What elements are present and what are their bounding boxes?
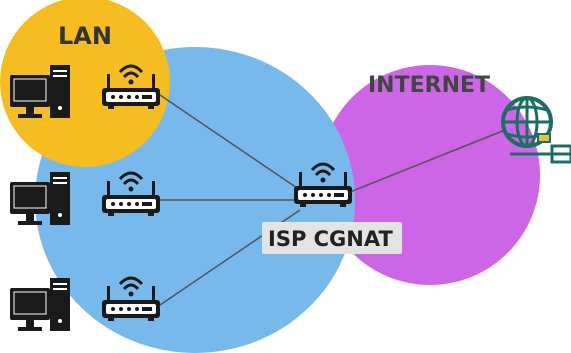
isp-label: ISP CGNAT [268,227,393,251]
internet-label: INTERNET [368,73,490,98]
link-isp-internet [349,129,506,193]
isp-label-box [262,222,402,254]
computer-icon [9,277,71,332]
lan-label: LAN [58,22,112,50]
link-router-1-isp [159,94,301,191]
lan-region [0,0,170,167]
globe-icon [501,96,571,164]
